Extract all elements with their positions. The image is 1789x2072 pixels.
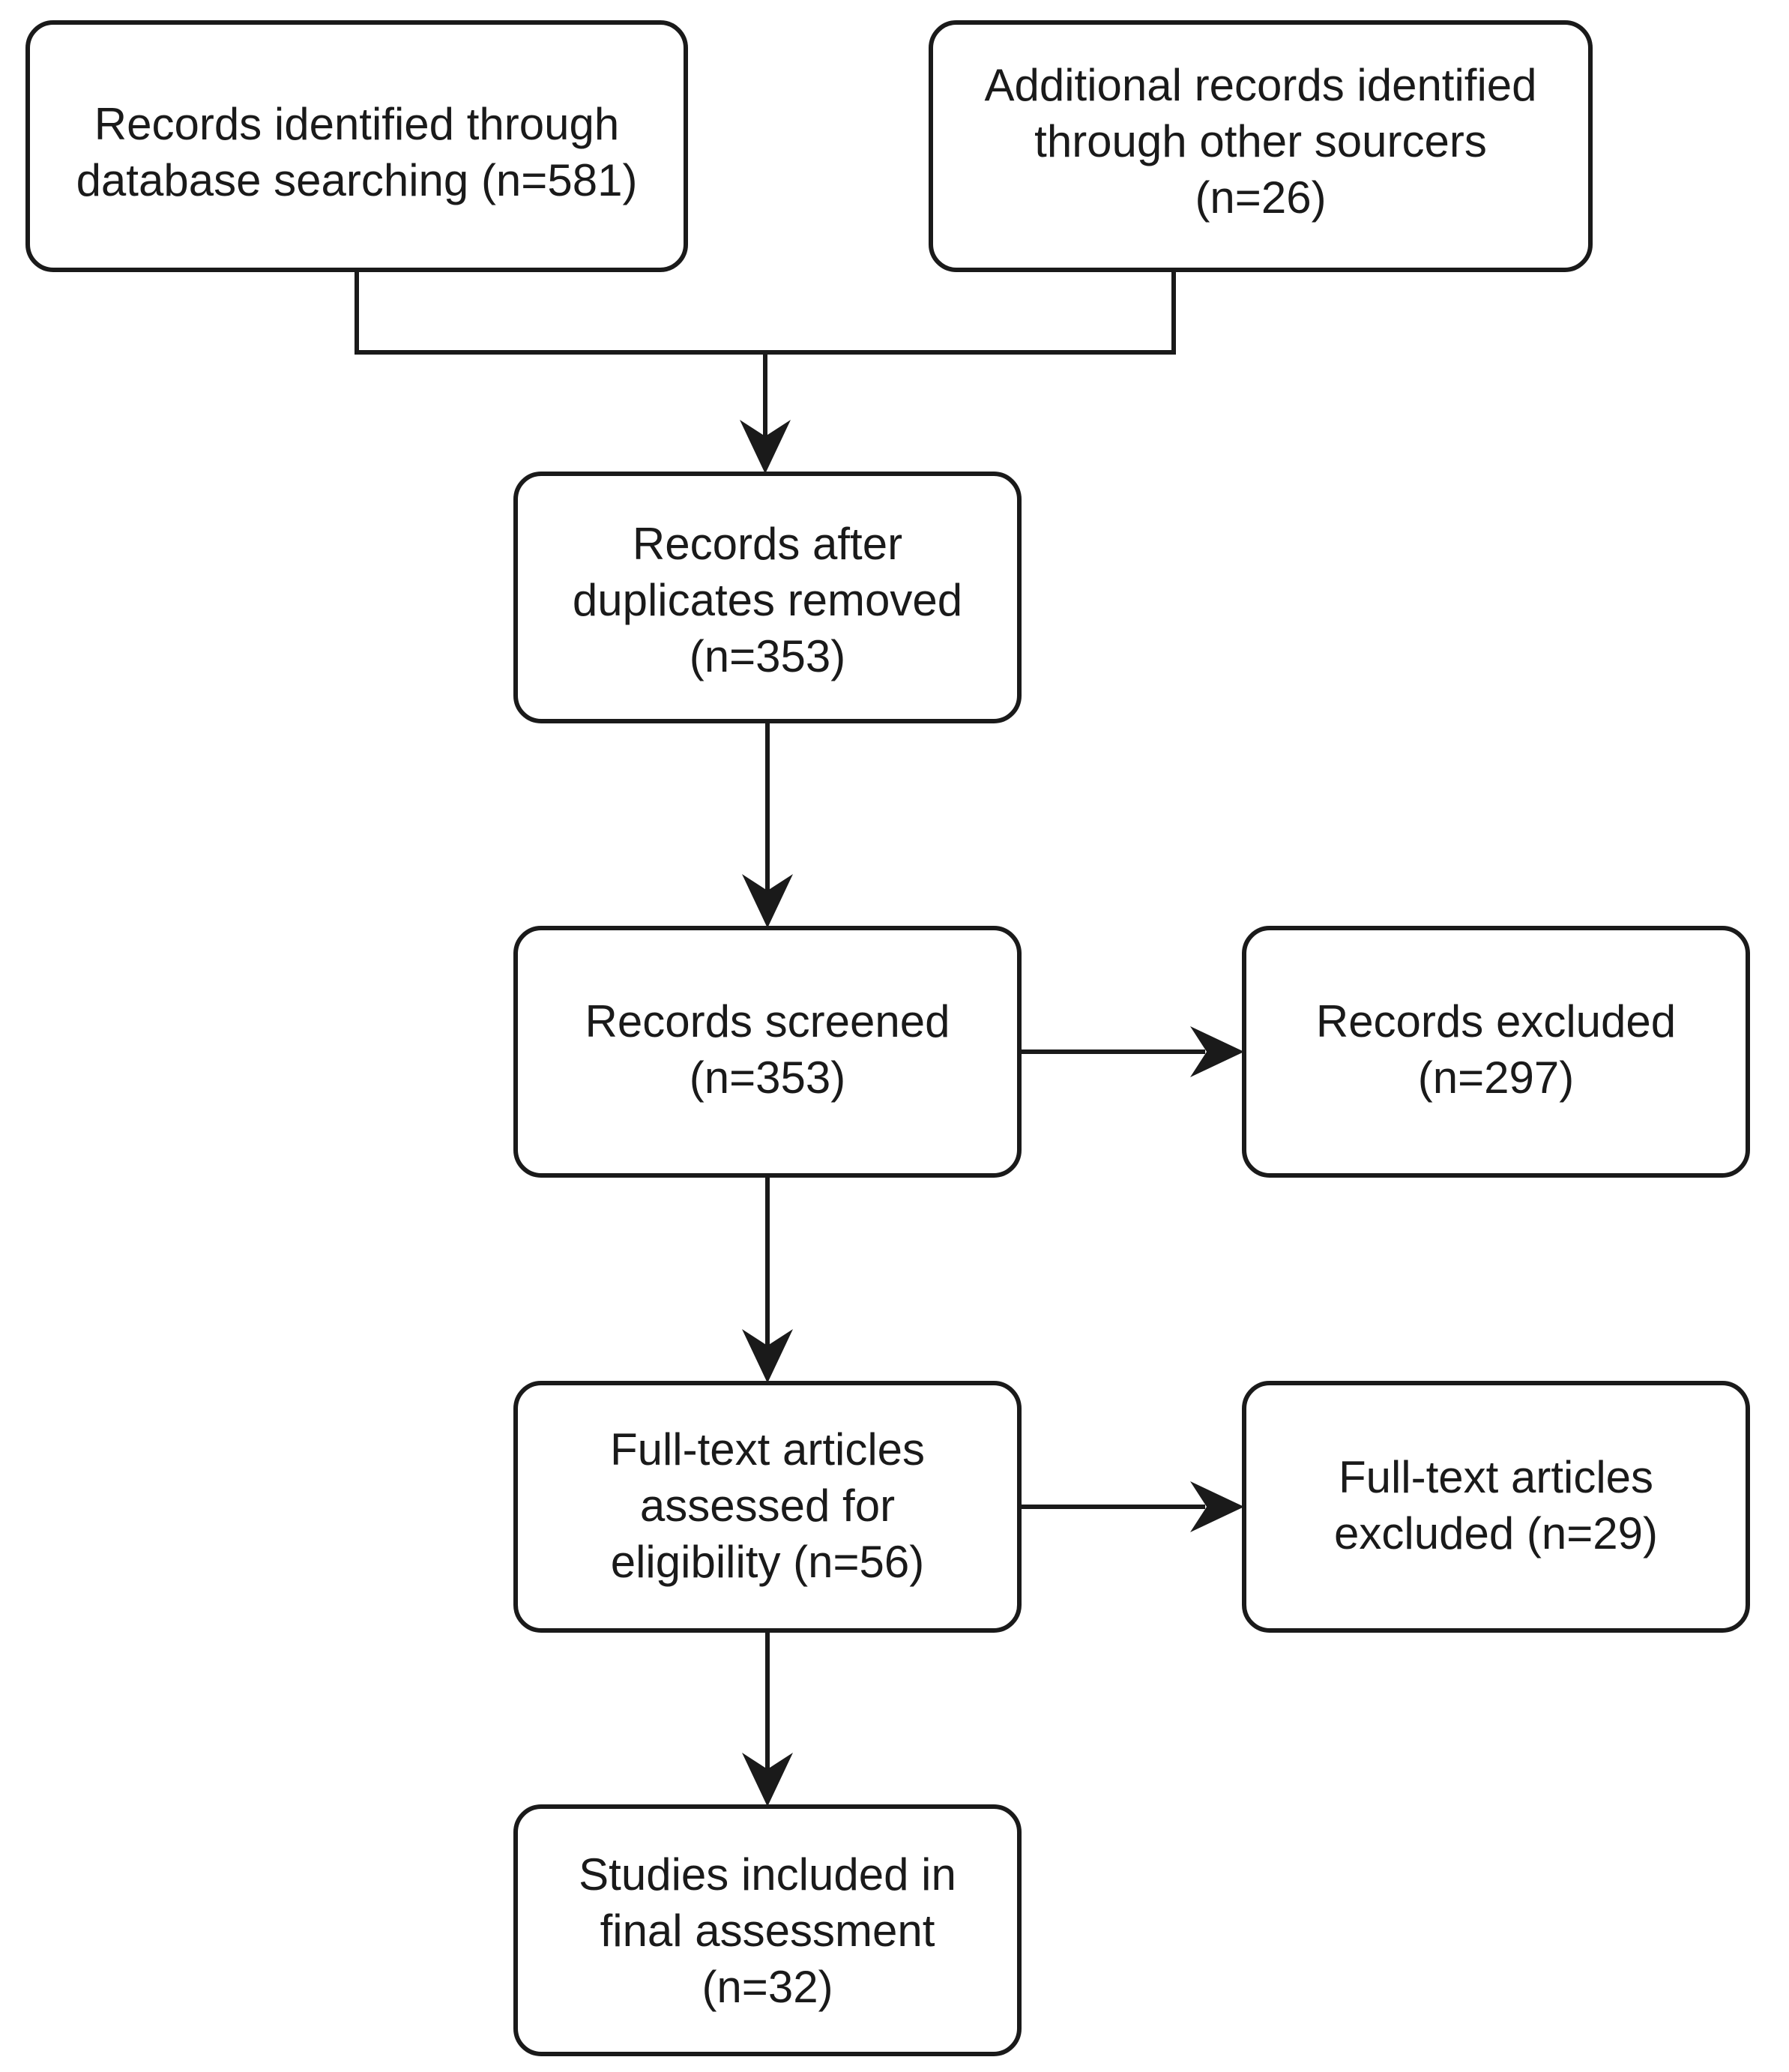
- node-label-line: final assessment: [600, 1906, 935, 1956]
- node-fulltext-articles-excluded[interactable]: Full-text articles excluded (n=29): [1242, 1381, 1750, 1633]
- node-records-screened[interactable]: Records screened (n=353): [513, 926, 1022, 1178]
- merge-elbow-path: [355, 270, 1176, 355]
- node-records-identified-other-sources[interactable]: Additional records identified through ot…: [929, 20, 1593, 272]
- node-records-identified-database[interactable]: Records identified through database sear…: [25, 20, 688, 272]
- node-box-shape[interactable]: [513, 1381, 1022, 1633]
- node-label-line: through other sourcers: [1034, 116, 1487, 166]
- node-box-shape[interactable]: [513, 926, 1022, 1178]
- node-records-excluded[interactable]: Records excluded (n=297): [1242, 926, 1750, 1178]
- arrow-head-icon: [742, 874, 793, 928]
- connector-screened-to-records-excluded: [1019, 1026, 1244, 1077]
- node-label-line: (n=26): [1195, 172, 1326, 223]
- node-label-line: excluded (n=29): [1334, 1508, 1658, 1558]
- arrow-head-icon: [1190, 1481, 1244, 1532]
- node-records-after-duplicates-removed[interactable]: Records after duplicates removed (n=353): [513, 472, 1022, 723]
- connector-fulltext-to-fulltext-excluded: [1019, 1481, 1244, 1532]
- node-label-line: Full-text articles: [610, 1424, 925, 1475]
- node-box-shape[interactable]: [25, 20, 688, 272]
- arrow-head-icon: [742, 1329, 793, 1383]
- connector-duplicates-to-screened: [742, 721, 793, 928]
- node-label-line: Full-text articles: [1339, 1452, 1653, 1502]
- connector-merge-to-duplicates: [355, 270, 1176, 474]
- node-box-shape[interactable]: [513, 472, 1022, 723]
- node-label-line: eligibility (n=56): [611, 1537, 925, 1587]
- connector-layer: [355, 270, 1244, 1807]
- node-label-line: Studies included in: [579, 1849, 956, 1900]
- node-label-line: Records identified through: [94, 99, 619, 149]
- node-label-line: (n=32): [702, 1962, 833, 2012]
- node-label-line: Records after: [633, 519, 902, 569]
- arrow-head-icon: [740, 420, 791, 474]
- node-label-line: Records screened: [585, 996, 950, 1046]
- node-fulltext-articles-assessed[interactable]: Full-text articles assessed for eligibil…: [513, 1381, 1022, 1633]
- connector-fulltext-to-studies-included: [742, 1630, 793, 1807]
- arrow-head-icon: [742, 1753, 793, 1807]
- node-studies-included-final[interactable]: Studies included in final assessment (n=…: [513, 1804, 1022, 2056]
- node-label-line: assessed for: [640, 1481, 895, 1531]
- node-label-line: Additional records identified: [984, 60, 1536, 110]
- node-box-shape[interactable]: [929, 20, 1593, 272]
- node-label-line: database searching (n=581): [76, 155, 638, 205]
- node-label-line: (n=353): [690, 631, 845, 681]
- node-label-line: duplicates removed: [573, 575, 962, 625]
- connector-screened-to-fulltext: [742, 1175, 793, 1383]
- node-label-line: (n=353): [690, 1052, 845, 1103]
- node-box-shape[interactable]: [1242, 926, 1750, 1178]
- node-label-line: Records excluded: [1316, 996, 1676, 1046]
- arrow-head-icon: [1190, 1026, 1244, 1077]
- node-box-shape[interactable]: [513, 1804, 1022, 2056]
- node-label-line: (n=297): [1418, 1052, 1574, 1103]
- node-box-shape[interactable]: [1242, 1381, 1750, 1633]
